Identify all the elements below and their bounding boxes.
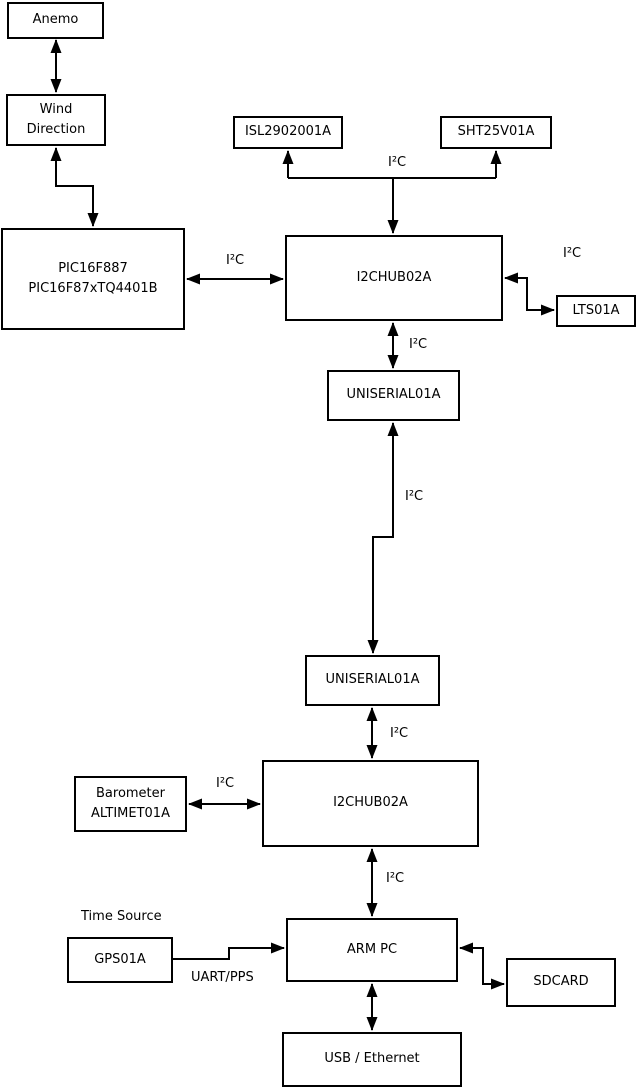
edge-label-i2c-uniserial-hub2: I²C <box>390 726 409 741</box>
node-wind-direction: Wind Direction <box>6 94 106 146</box>
node-i2chub02a-bottom: I2CHUB02A <box>262 760 479 847</box>
node-gps01a: GPS01A <box>67 937 173 983</box>
node-uniserial01a-bottom: UNISERIAL01A <box>305 655 440 706</box>
node-uniserial01a-top: UNISERIAL01A <box>327 370 460 421</box>
edge-label-i2c-barometer-hub2: I²C <box>216 776 235 791</box>
node-gps01a-label: GPS01A <box>94 951 146 967</box>
node-barometer-line2: ALTIMET01A <box>91 806 170 821</box>
node-sdcard: SDCARD <box>506 958 616 1007</box>
node-pic: PIC16F887 PIC16F87xTQ4401B <box>1 228 185 330</box>
node-i2chub02a-top-label: I2CHUB02A <box>356 269 432 285</box>
edge-label-i2c-hub-lts: I²C <box>563 246 582 261</box>
node-pic-line1: PIC16F887 <box>58 260 128 276</box>
node-wind-direction-line1: Wind <box>39 101 73 117</box>
node-anemo-label: Anemo <box>32 12 79 28</box>
node-i2chub02a-top: I2CHUB02A <box>285 235 503 321</box>
node-lts01a: LTS01A <box>556 295 636 327</box>
node-arm-pc-label: ARM PC <box>346 941 398 957</box>
connector-armpc-sdcard <box>459 942 505 990</box>
node-isl2902001a: ISL2902001A <box>233 116 343 149</box>
edge-label-uart-pps: UART/PPS <box>191 970 254 985</box>
node-i2chub02a-bottom-label: I2CHUB02A <box>333 795 408 811</box>
node-sht25v01a-label: SHT25V01A <box>457 124 535 140</box>
node-arm-pc: ARM PC <box>286 918 458 982</box>
node-sht25v01a: SHT25V01A <box>440 116 552 149</box>
node-lts01a-label: LTS01A <box>572 302 620 318</box>
node-barometer: Barometer ALTIMET01A <box>74 776 187 832</box>
connector-winddirection-pic <box>50 147 99 227</box>
node-barometer-line1: Barometer <box>96 785 165 801</box>
edge-label-i2c-hub2-armpc: I²C <box>386 871 405 886</box>
edge-label-i2c-sensor-bus: I²C <box>388 155 407 170</box>
node-wind-direction-line2: Direction <box>26 122 86 137</box>
node-usb-ethernet: USB / Ethernet <box>282 1032 462 1087</box>
edge-label-i2c-uniserial-link: I²C <box>405 489 424 504</box>
node-anemo: Anemo <box>7 2 104 39</box>
connector-gps-armpc <box>173 942 285 960</box>
connector-uniserial-top-uniserial-bottom <box>367 422 399 654</box>
edge-label-i2c-hub-uniserial: I²C <box>409 337 428 352</box>
node-sdcard-label: SDCARD <box>533 974 589 990</box>
node-uniserial01a-bottom-label: UNISERIAL01A <box>325 672 420 688</box>
node-isl2902001a-label: ISL2902001A <box>244 124 332 140</box>
node-usb-ethernet-label: USB / Ethernet <box>324 1051 420 1067</box>
edge-label-i2c-pic-hub: I²C <box>226 253 245 268</box>
edge-label-time-source: Time Source <box>81 909 162 924</box>
node-pic-line2: PIC16F87xTQ4401B <box>28 281 158 296</box>
node-uniserial01a-top-label: UNISERIAL01A <box>346 387 441 403</box>
connector-i2chub-top-lts <box>504 272 555 316</box>
